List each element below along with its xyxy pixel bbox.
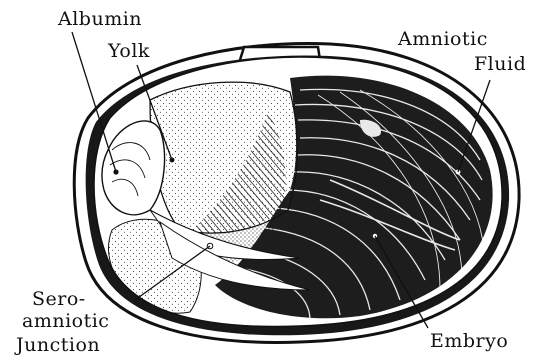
label-embryo: Embryo xyxy=(430,332,508,351)
label-yolk: Yolk xyxy=(108,42,150,61)
label-fluid: Fluid xyxy=(474,55,526,74)
label-junction: Junction xyxy=(16,336,100,355)
label-albumin: Albumin xyxy=(58,10,142,29)
label-sero: Sero- xyxy=(32,290,86,309)
label-amniotic-junction: amniotic xyxy=(22,312,109,331)
label-amniotic: Amniotic xyxy=(398,30,488,49)
